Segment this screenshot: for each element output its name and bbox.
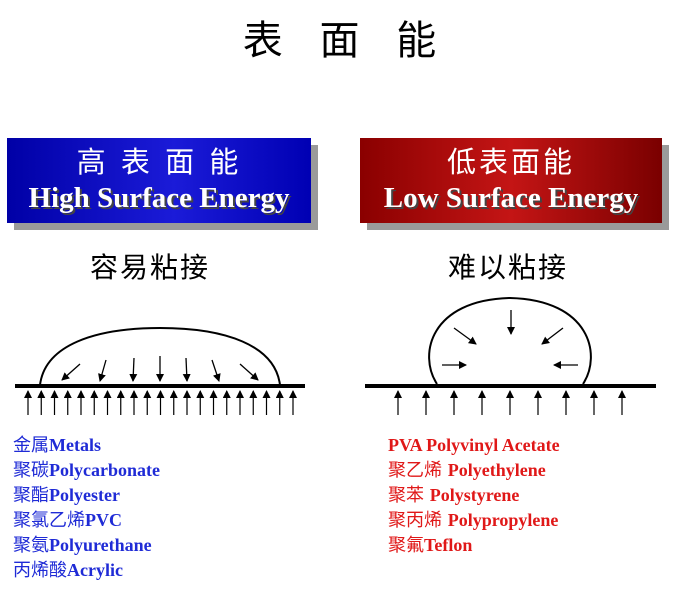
high-surface-energy-banner: 高 表 面 能 High Surface Energy	[7, 138, 311, 223]
high-energy-droplet-diagram	[15, 326, 305, 415]
material-english-name: Acrylic	[67, 560, 123, 580]
material-chinese-name: 丙烯酸	[13, 560, 67, 581]
beaded-droplet-outline	[428, 296, 592, 385]
low-banner-english: Low Surface Energy	[383, 182, 639, 214]
material-english-name: Metals	[49, 435, 101, 455]
material-item: 聚苯 Polystyrene	[388, 483, 560, 508]
material-item: 聚碳Polycarbonate	[13, 458, 160, 483]
droplet-internal-arrows-low	[442, 310, 578, 369]
page-title: 表 面 能	[242, 18, 449, 64]
material-chinese-name: 聚氟	[388, 535, 424, 556]
material-item: 聚氟Teflon	[388, 533, 560, 558]
substrate-force-arrows-low	[394, 390, 626, 415]
droplet-internal-arrows	[61, 356, 259, 382]
material-english-name: Polycarbonate	[49, 460, 160, 480]
low-energy-droplet-diagram	[365, 296, 656, 415]
material-english-name: Teflon	[424, 535, 473, 555]
material-chinese-name: 聚氨	[13, 535, 49, 556]
material-english-name: PVA Polyvinyl Acetate	[388, 435, 560, 455]
material-chinese-name: 聚碳	[13, 460, 49, 481]
material-english-name: Polyurethane	[49, 535, 152, 555]
low-surface-energy-banner: 低表面能 Low Surface Energy	[360, 138, 662, 223]
material-chinese-name: 聚酯	[13, 485, 49, 506]
material-item: 聚乙烯 Polyethylene	[388, 458, 560, 483]
material-item: 聚氨Polyurethane	[13, 533, 160, 558]
material-item: 聚丙烯 Polypropylene	[388, 508, 560, 533]
material-item: 丙烯酸Acrylic	[13, 558, 160, 583]
high-banner-english: High Surface Energy	[28, 182, 290, 214]
material-item: 聚氯乙烯PVC	[13, 508, 160, 533]
material-english-name: Polyester	[49, 485, 120, 505]
material-english-name: Polypropylene	[447, 510, 559, 530]
material-chinese-name: 金属	[13, 435, 49, 456]
material-english-name: Polyethylene	[447, 460, 546, 480]
material-chinese-name: 聚苯	[388, 485, 430, 506]
material-item: PVA Polyvinyl Acetate	[388, 433, 560, 458]
material-item: 金属Metals	[13, 433, 160, 458]
substrate-force-arrows	[24, 390, 297, 415]
material-chinese-name: 聚氯乙烯	[13, 510, 85, 531]
material-chinese-name: 聚丙烯	[388, 510, 448, 531]
high-banner-chinese: 高 表 面 能	[76, 145, 242, 179]
low-subtitle: 难以粘接	[448, 251, 569, 284]
material-english-name: Polystyrene	[429, 485, 520, 505]
material-item: 聚酯Polyester	[13, 483, 160, 508]
high-subtitle: 容易粘接	[90, 251, 211, 284]
low-banner-chinese: 低表面能	[446, 145, 575, 179]
material-chinese-name: 聚乙烯	[388, 460, 448, 481]
material-english-name: PVC	[85, 510, 122, 530]
spread-droplet-outline	[39, 326, 281, 386]
